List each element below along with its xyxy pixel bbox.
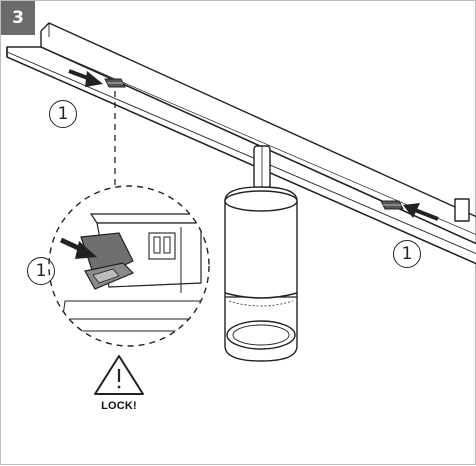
step-number-badge: 3 — [1, 1, 35, 35]
left-arrow-icon — [68, 69, 103, 87]
warning-triangle-icon — [94, 355, 144, 395]
left-lock-tab — [104, 78, 126, 88]
callout-top-left: 1 — [49, 100, 77, 128]
spotlight — [224, 145, 298, 362]
lock-warning-label: LOCK! — [101, 400, 137, 412]
callout-detail: 1 — [27, 257, 55, 285]
right-lock-tab — [380, 200, 404, 210]
detail-arrow-icon — [59, 237, 97, 259]
track-rail — [6, 22, 476, 265]
lock-tab-shaded — [80, 232, 134, 280]
callout-right: 1 — [393, 240, 421, 268]
lock-detail-magnifier — [48, 185, 210, 347]
right-arrow-icon — [403, 203, 439, 221]
